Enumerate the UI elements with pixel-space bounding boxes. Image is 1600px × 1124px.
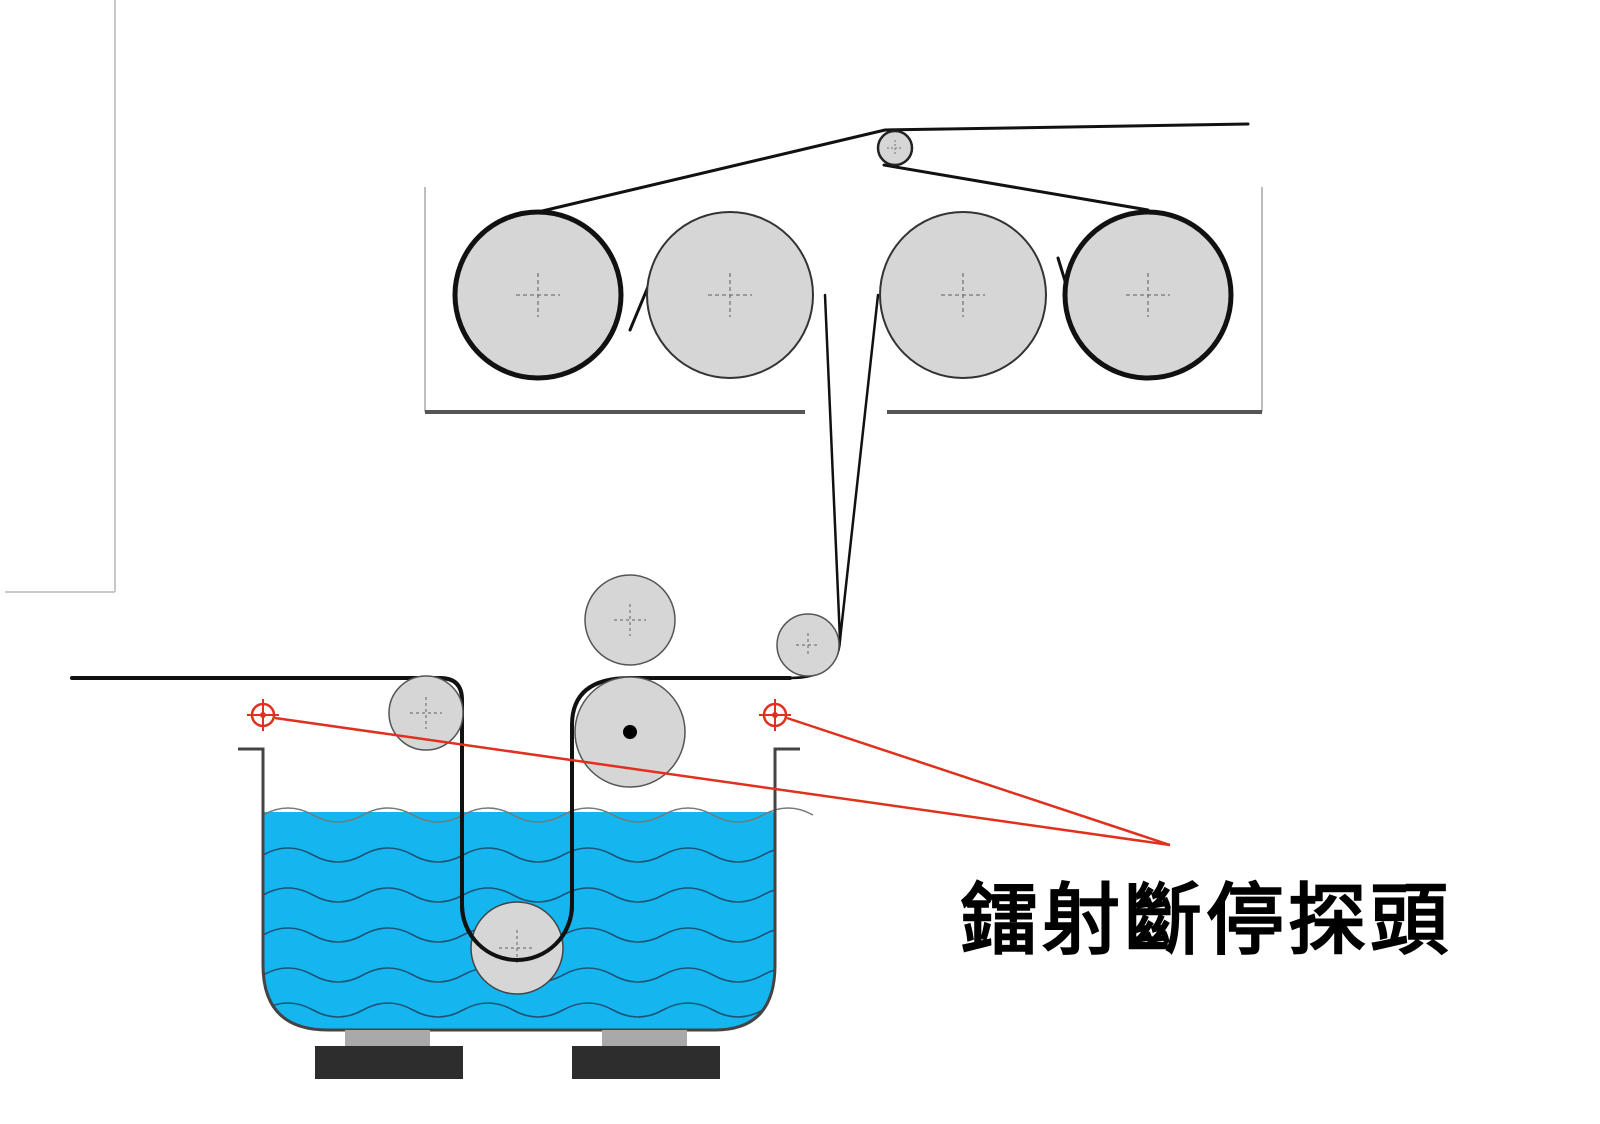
- water-surface-wave: [262, 807, 814, 823]
- laser-sensor-left: [247, 699, 279, 731]
- guide-roller-left: [388, 675, 464, 751]
- drying-roller-4: [1062, 209, 1234, 381]
- drying-roller-3: [879, 211, 1047, 379]
- tank-wall: [238, 747, 800, 1032]
- drying-roller-2: [646, 211, 814, 379]
- crosshair-icon: [247, 699, 279, 731]
- tank-feet: [315, 1030, 720, 1079]
- yarn-wrap: [460, 760, 574, 962]
- guide-roller-right: [776, 613, 840, 677]
- laser-sensor-right: [759, 699, 791, 731]
- crosshair-icon: [759, 699, 791, 731]
- drying-frame: [424, 187, 1263, 414]
- upper-press-roller: [584, 574, 676, 666]
- top-guide-roller: [876, 129, 914, 167]
- drive-roller: [574, 676, 686, 788]
- callout-lines: [274, 716, 1171, 847]
- drying-roller-1: [452, 209, 624, 381]
- submerged-roller: [470, 901, 564, 995]
- sensor-label: 鐳射斷停探頭: [960, 876, 1453, 966]
